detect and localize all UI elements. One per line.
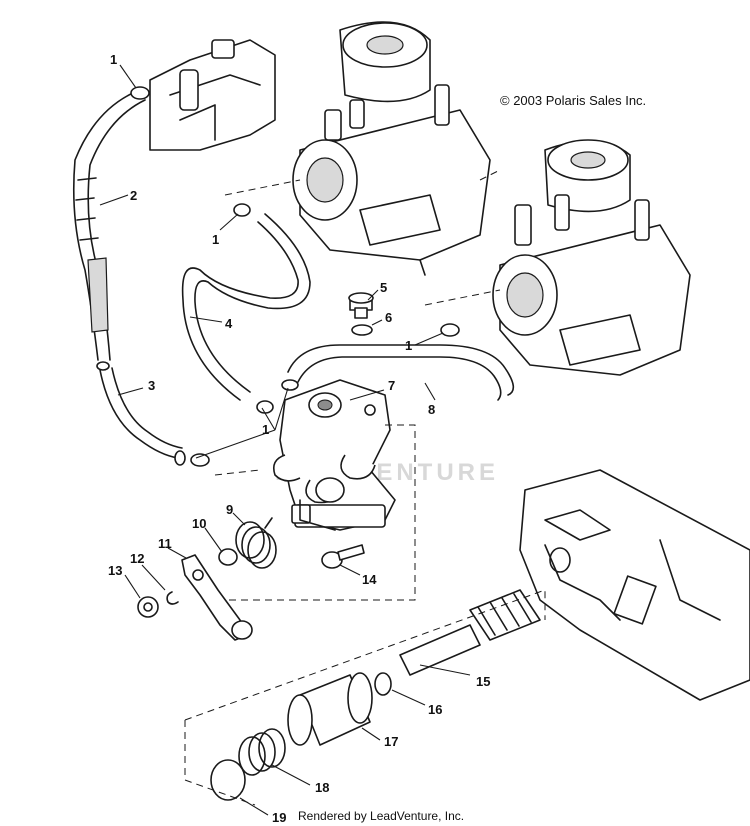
hose-8 [287,344,515,401]
callout-12: 12 [130,551,144,566]
oil-pump [272,379,396,531]
callout-3: 3 [148,378,155,393]
copyright-text: © 2003 Polaris Sales Inc. [500,93,646,108]
carburetor-lower [424,139,691,376]
spring-9 [235,517,277,569]
callout-17: 17 [384,734,398,749]
pump-boundary [200,424,416,601]
shaft-boundary [184,589,546,806]
seal-18 [238,728,286,776]
callout-1: 1 [405,338,412,353]
washer-6 [351,324,373,336]
callout-9: 9 [226,502,233,517]
callout-7: 7 [388,378,395,393]
callout-15: 15 [476,674,490,689]
callout-2: 2 [130,188,137,203]
footer-credit: Rendered by LeadVenture, Inc. [298,809,464,823]
bolt-5 [348,292,374,319]
clip-12 [166,591,179,605]
washer-10 [218,548,238,566]
lever-11 [181,554,253,641]
callout-1: 1 [110,52,117,67]
nut-13 [137,596,159,618]
screw-14 [321,544,365,569]
sleeve-17 [287,672,373,746]
callout-5: 5 [380,280,387,295]
o-ring-19 [210,759,246,801]
callout-8: 8 [428,402,435,417]
callout-6: 6 [385,310,392,325]
callout-4: 4 [225,316,233,331]
engine-intake-fragment [149,39,276,151]
clamps-1 [96,86,460,467]
callout-numbers: 1 2 3 4 1 5 6 1 7 8 1 9 10 11 12 13 14 1… [108,52,490,825]
hose-3 [99,367,183,459]
washer-16 [374,672,392,696]
shaft-15 [399,589,541,676]
callout-10: 10 [192,516,206,531]
carburetor-upper [224,21,501,276]
callout-16: 16 [428,702,442,717]
callout-13: 13 [108,563,122,578]
hose-2 [72,91,146,361]
callout-19: 19 [272,810,286,825]
callout-14: 14 [362,572,377,587]
hose-4 [181,213,311,401]
callout-11: 11 [158,536,172,551]
callout-1: 1 [212,232,219,247]
callout-1: 1 [262,422,269,437]
leader-lines [99,64,471,816]
crankcase-fragment [519,469,750,701]
callout-18: 18 [315,780,329,795]
